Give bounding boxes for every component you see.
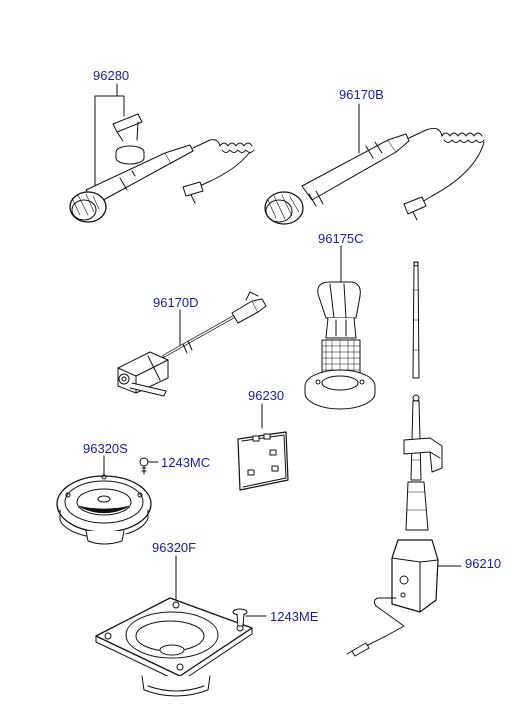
part-label-96280: 96280 bbox=[93, 68, 130, 83]
speaker-96320s bbox=[57, 456, 158, 544]
part-label-96320f: 96320F bbox=[152, 540, 197, 555]
part-label-96175c: 96175C bbox=[318, 231, 364, 246]
part-label-96170d: 96170D bbox=[153, 295, 199, 310]
microphone-96280 bbox=[70, 84, 254, 222]
speaker-housing-96320f bbox=[96, 556, 266, 696]
part-label-96170b: 96170B bbox=[339, 87, 384, 102]
cable-96170d bbox=[118, 292, 266, 396]
part-label-1243me: 1243ME bbox=[270, 609, 319, 624]
mic-holder-96175c bbox=[305, 246, 375, 409]
part-label-96210: 96210 bbox=[465, 556, 502, 571]
microphone-96170b bbox=[265, 104, 484, 224]
part-label-1243mc: 1243MC bbox=[161, 455, 211, 470]
part-label-96230: 96230 bbox=[248, 388, 285, 403]
part-label-96320s: 96320S bbox=[83, 441, 128, 456]
antenna-96210 bbox=[347, 262, 461, 656]
plate-96230 bbox=[238, 404, 288, 490]
